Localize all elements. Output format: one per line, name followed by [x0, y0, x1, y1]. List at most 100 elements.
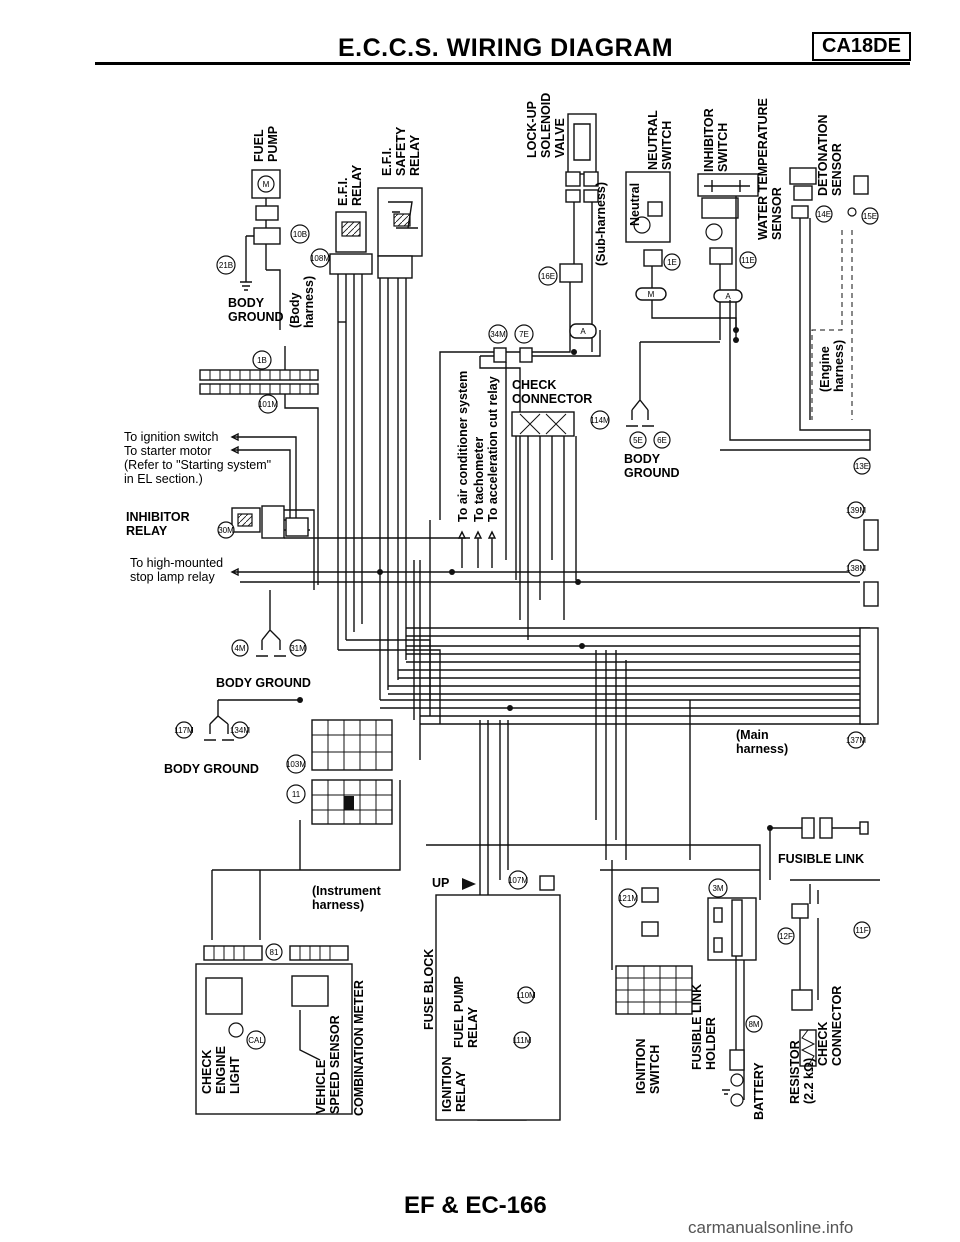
fuel-pump-label: FUEL PUMP	[252, 125, 280, 162]
efi-relay-label: E.F.I. RELAY	[336, 164, 364, 206]
inhibitor-switch-symbol	[697, 173, 759, 241]
svg-text:16E: 16E	[541, 272, 555, 281]
connector-110M: 110M	[516, 986, 536, 1004]
model-badge: CA18DE	[812, 32, 911, 61]
connector-3M: 3M	[708, 878, 728, 898]
instrument-harness-label: (Instrument harness)	[312, 884, 381, 912]
connector-7E: 7E	[514, 324, 534, 344]
note-to-accel: To acceleration cut relay	[486, 376, 500, 522]
check-engine-light-label: CHECK ENGINE LIGHT	[200, 1046, 242, 1094]
svg-text:5E: 5E	[633, 436, 643, 445]
fusible-link-symbol	[770, 817, 869, 839]
detonation-sensor-symbol	[847, 175, 869, 217]
watermark: carmanualsonline.info	[688, 1218, 854, 1237]
inhibitor-relay-label: INHIBITOR RELAY	[126, 510, 190, 538]
efi-safety-relay-symbol	[377, 187, 423, 279]
ignition-relay-label: IGNITION RELAY	[440, 1056, 468, 1112]
connector-31M: 31M	[289, 639, 307, 657]
connector-21B: 21B	[216, 255, 236, 275]
connector-121M: 121M	[618, 888, 638, 908]
connector-10B: 10B	[290, 224, 310, 244]
connector-block-138M	[863, 581, 879, 607]
svg-text:13E: 13E	[855, 462, 869, 471]
svg-text:A: A	[725, 292, 731, 301]
connector-12F: 12F	[777, 927, 795, 945]
connector-137M: 137M	[846, 731, 866, 749]
sub-harness-label: (Sub-harness)	[594, 181, 608, 266]
page-number: EF & EC-166	[404, 1192, 547, 1219]
efi-safety-relay-label: E.F.I. SAFETY RELAY	[380, 126, 422, 176]
connector-101M: 101M	[258, 394, 278, 414]
neutral-switch-label: NEUTRAL SWITCH	[646, 110, 674, 170]
connector-1E: 1E	[663, 253, 681, 271]
svg-text:107M: 107M	[508, 876, 528, 885]
neutral-word-label: Neutral	[628, 182, 642, 226]
svg-text:7E: 7E	[519, 330, 529, 339]
water-temp-sensor-label: WATER TEMPERATURE SENSOR	[756, 98, 784, 240]
check-connector-bottom-label: CHECK CONNECTOR	[816, 985, 844, 1066]
fuel-pump-relay-label: FUEL PUMP RELAY	[452, 976, 480, 1048]
connector-5E: 5E	[629, 431, 647, 449]
ignition-switch-symbol	[615, 965, 693, 1015]
header-rule	[95, 62, 910, 65]
neutral-switch-symbol	[625, 171, 671, 243]
svg-text:139M: 139M	[846, 506, 866, 515]
svg-text:30M: 30M	[218, 526, 234, 535]
svg-text:137M: 137M	[846, 736, 866, 745]
up-label: UP	[432, 876, 450, 890]
connector-108M: 108M	[310, 248, 330, 268]
combination-meter-connector-right	[289, 945, 349, 961]
fuse-block-label: FUSE BLOCK	[422, 948, 436, 1030]
inhibitor-relay-symbol	[231, 505, 285, 539]
svg-text:12F: 12F	[779, 932, 793, 941]
resistor-label: RESISTOR (2.2 kΩ)	[788, 1040, 816, 1104]
connector-A-right: A	[713, 289, 743, 303]
svg-text:103M: 103M	[286, 760, 306, 769]
lockup-solenoid-symbol	[565, 113, 599, 203]
battery-label: BATTERY	[752, 1062, 766, 1120]
connector-M: M	[635, 287, 667, 301]
connector-8M: 8M	[745, 1015, 763, 1033]
body-ground-4-label: BODY GROUND	[164, 762, 259, 776]
inhibitor-switch-label: INHIBITOR SWITCH	[702, 108, 730, 172]
connector-138M: 138M	[846, 559, 866, 577]
connector-11F: 11F	[853, 921, 871, 939]
svg-text:14E: 14E	[817, 210, 831, 219]
efi-relay-symbol	[329, 211, 373, 275]
svg-text:4M: 4M	[234, 644, 245, 653]
svg-text:110M: 110M	[516, 991, 536, 1000]
connector-block-139M	[863, 519, 879, 551]
connector-14E: 14E	[815, 205, 833, 223]
connector-15E: 15E	[861, 207, 879, 225]
note-in-el-section: in EL section.)	[124, 472, 203, 486]
connector-block-137M	[859, 627, 879, 725]
svg-text:M: M	[648, 290, 655, 299]
connector-117M: 117M	[174, 721, 194, 739]
svg-text:31M: 31M	[290, 644, 306, 653]
check-connector-symbol	[511, 411, 575, 437]
note-starter-motor: To starter motor	[124, 444, 212, 458]
connector-111M: 111M	[513, 1031, 532, 1049]
connector-13E: 13E	[853, 457, 871, 475]
svg-text:3M: 3M	[712, 884, 723, 893]
svg-text:108M: 108M	[310, 254, 330, 263]
body-harness-label: (Body harness)	[288, 275, 316, 328]
note-stop-lamp: stop lamp relay	[130, 570, 215, 584]
resistor-symbol	[799, 1029, 817, 1067]
splice-bar-1B	[199, 369, 319, 395]
svg-text:1B: 1B	[257, 356, 267, 365]
svg-text:134M: 134M	[230, 726, 250, 735]
detonation-sensor-label: DETONATION SENSOR	[816, 114, 844, 196]
junction-dots	[297, 327, 773, 831]
svg-text:15E: 15E	[863, 212, 877, 221]
ecu-connector-103M	[311, 719, 393, 771]
ignition-switch-label: IGNITION SWITCH	[634, 1038, 662, 1094]
svg-text:M: M	[263, 180, 270, 189]
connector-134M: 134M	[230, 721, 250, 739]
fusible-link-holder-label: FUSIBLE LINK HOLDER	[690, 983, 718, 1070]
fusible-link-label: FUSIBLE LINK	[778, 852, 865, 866]
engine-harness-label: (Engine harness)	[818, 339, 846, 392]
body-ground-1-label: BODY GROUND	[228, 296, 284, 324]
svg-text:21B: 21B	[219, 261, 233, 270]
